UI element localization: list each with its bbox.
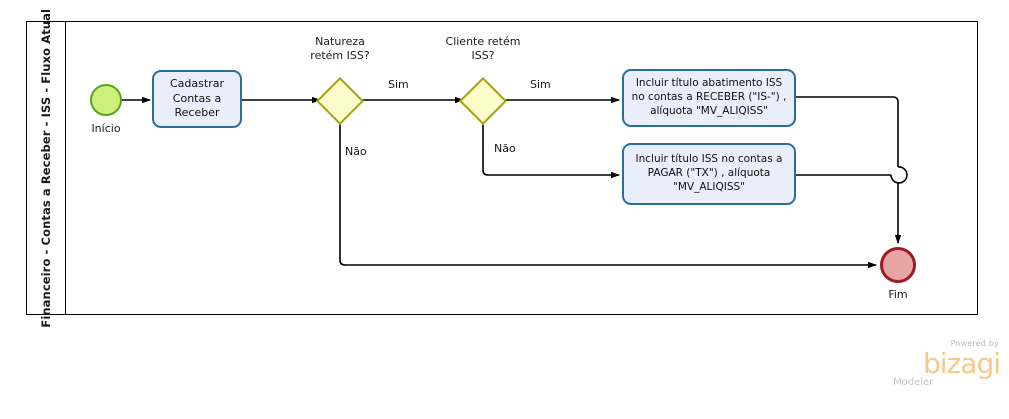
start-event-label: Início: [91, 122, 121, 135]
flow-label-gw2-yes: Sim: [530, 78, 551, 91]
task-incluir-titulo-abatimento-iss-receber[interactable]: Incluir título abatimento ISS no contas …: [622, 69, 796, 127]
task-cadastrar-contas-a-receber[interactable]: Cadastrar Contas a Receber: [152, 70, 242, 128]
gateway-natureza-label: Natureza retém ISS?: [310, 35, 370, 62]
flow-label-gw1-no: Não: [345, 145, 367, 158]
logo-powered-by-text: Powered by: [950, 339, 999, 348]
process-pool: [26, 21, 978, 315]
task-incluir-titulo-iss-pagar[interactable]: Incluir título ISS no contas a PAGAR ("T…: [622, 143, 796, 205]
lane-header: Financeiro - Contas a Receber - ISS - Fl…: [26, 9, 66, 327]
gateway-cliente-label: Cliente retém ISS?: [445, 35, 521, 62]
lane-title: Financeiro - Contas a Receber - ISS - Fl…: [38, 8, 53, 328]
logo-edition: Modeler: [893, 377, 934, 389]
flow-label-gw1-yes: Sim: [388, 78, 409, 91]
bizagi-logo: Powered by bizagi Modeler: [893, 340, 1001, 392]
logo-wordmark: bizagi: [923, 347, 1001, 380]
start-event[interactable]: [90, 84, 122, 116]
flow-label-gw2-no: Não: [494, 142, 516, 155]
end-event[interactable]: [880, 247, 916, 283]
end-event-label: Fim: [888, 288, 908, 301]
